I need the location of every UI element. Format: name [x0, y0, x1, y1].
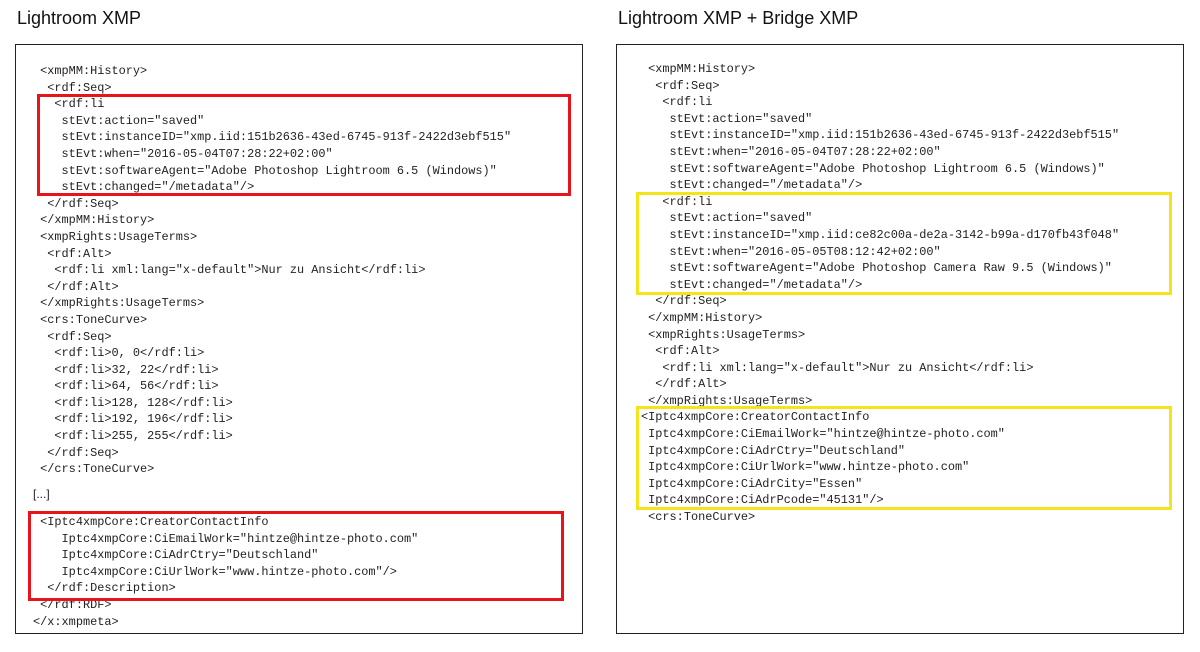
- code-line: </rdf:Alt>: [641, 377, 727, 392]
- left-code-block-contact: <Iptc4xmpCore:CreatorContactInfo Iptc4xm…: [33, 514, 418, 630]
- right-title: Lightroom XMP + Bridge XMP: [618, 8, 859, 28]
- code-line: <rdf:Seq>: [33, 329, 112, 344]
- red-highlight-history-entry: [37, 94, 571, 196]
- code-line: </xmpMM:History>: [33, 213, 155, 228]
- code-line: Iptc4xmpCore:CiEmailWork="hintze@hintze-…: [641, 427, 1005, 442]
- code-line: Iptc4xmpCore:CiAdrCity="Essen": [641, 476, 863, 491]
- code-line: <rdf:li xml:lang="x-default">Nur zu Ansi…: [33, 263, 426, 278]
- code-line: <rdf:li: [33, 97, 105, 112]
- ellipsis: [...]: [33, 487, 50, 501]
- code-line: <xmpRights:UsageTerms>: [33, 229, 198, 244]
- left-title: Lightroom XMP: [17, 8, 142, 28]
- red-highlight-contact-info: [28, 511, 564, 601]
- code-line: <rdf:li: [641, 95, 713, 110]
- code-line: </rdf:Seq>: [641, 294, 727, 309]
- code-line: stEvt:action="saved": [33, 113, 205, 128]
- code-line: <rdf:li: [641, 194, 713, 209]
- code-line: <rdf:Alt>: [641, 344, 720, 359]
- code-line: stEvt:softwareAgent="Adobe Photoshop Lig…: [33, 163, 497, 178]
- code-line: <Iptc4xmpCore:CreatorContactInfo: [641, 410, 870, 425]
- code-line: Iptc4xmpCore:CiAdrCtry="Deutschland": [33, 548, 319, 563]
- code-line: stEvt:changed="/metadata"/>: [641, 178, 863, 193]
- code-line: stEvt:when="2016-05-04T07:28:22+02:00": [641, 144, 941, 159]
- yellow-highlight-contact-info: [636, 406, 1172, 510]
- code-line: <rdf:Seq>: [641, 78, 720, 93]
- code-line: <rdf:li>128, 128</rdf:li>: [33, 395, 233, 410]
- left-xmp-panel: [15, 44, 583, 634]
- code-line: stEvt:changed="/metadata"/>: [641, 277, 863, 292]
- code-line: stEvt:instanceID="xmp.iid:151b2636-43ed-…: [33, 130, 512, 145]
- code-line: stEvt:softwareAgent="Adobe Photoshop Lig…: [641, 161, 1105, 176]
- right-xmp-panel: [616, 44, 1184, 634]
- code-line: </rdf:Seq>: [33, 445, 119, 460]
- code-line: Iptc4xmpCore:CiAdrCtry="Deutschland": [641, 443, 906, 458]
- code-line: stEvt:changed="/metadata"/>: [33, 180, 255, 195]
- code-line: <rdf:Seq>: [33, 80, 112, 95]
- code-line: <crs:ToneCurve>: [641, 510, 756, 525]
- code-line: </rdf:Alt>: [33, 279, 119, 294]
- code-line: </rdf:Description>: [33, 581, 176, 596]
- code-line: Iptc4xmpCore:CiUrlWork="www.hintze-photo…: [641, 460, 970, 475]
- code-line: <xmpMM:History>: [33, 64, 148, 78]
- code-line: <rdf:li>192, 196</rdf:li>: [33, 412, 233, 427]
- code-line: </xmpMM:History>: [641, 310, 763, 325]
- code-line: <rdf:li>32, 22</rdf:li>: [33, 362, 219, 377]
- right-code-block: <xmpMM:History> <rdf:Seq> <rdf:li stEvt:…: [641, 61, 1119, 526]
- code-line: </crs:ToneCurve>: [33, 462, 155, 477]
- code-line: </rdf:Seq>: [33, 196, 119, 211]
- code-line: stEvt:instanceID="xmp.iid:151b2636-43ed-…: [641, 128, 1120, 143]
- code-line: <Iptc4xmpCore:CreatorContactInfo: [33, 515, 269, 529]
- code-line: </rdf:RDF>: [33, 597, 112, 612]
- code-line: stEvt:action="saved": [641, 111, 813, 126]
- code-line: <xmpMM:History>: [641, 62, 756, 76]
- code-line: </x:xmpmeta>: [33, 614, 119, 629]
- code-line: <xmpRights:UsageTerms>: [641, 327, 806, 342]
- yellow-highlight-history-entry: [636, 192, 1172, 295]
- code-line: stEvt:instanceID="xmp.iid:ce82c00a-de2a-…: [641, 227, 1120, 242]
- code-line: <rdf:li>0, 0</rdf:li>: [33, 346, 205, 361]
- code-line: <rdf:li>255, 255</rdf:li>: [33, 429, 233, 444]
- code-line: Iptc4xmpCore:CiAdrPcode="45131"/>: [641, 493, 884, 508]
- code-line: stEvt:softwareAgent="Adobe Photoshop Cam…: [641, 261, 1112, 276]
- code-line: </xmpRights:UsageTerms>: [641, 393, 813, 408]
- code-line: Iptc4xmpCore:CiEmailWork="hintze@hintze-…: [33, 531, 419, 546]
- code-line: <crs:ToneCurve>: [33, 312, 148, 327]
- left-code-block-history: <xmpMM:History> <rdf:Seq> <rdf:li stEvt:…: [33, 63, 511, 478]
- code-line: stEvt:action="saved": [641, 211, 813, 226]
- code-line: stEvt:when="2016-05-05T08:12:42+02:00": [641, 244, 941, 259]
- code-line: </xmpRights:UsageTerms>: [33, 296, 205, 311]
- code-line: Iptc4xmpCore:CiUrlWork="www.hintze-photo…: [33, 564, 397, 579]
- code-line: <rdf:Alt>: [33, 246, 112, 261]
- code-line: <rdf:li xml:lang="x-default">Nur zu Ansi…: [641, 360, 1034, 375]
- code-line: <rdf:li>64, 56</rdf:li>: [33, 379, 219, 394]
- code-line: stEvt:when="2016-05-04T07:28:22+02:00": [33, 146, 333, 161]
